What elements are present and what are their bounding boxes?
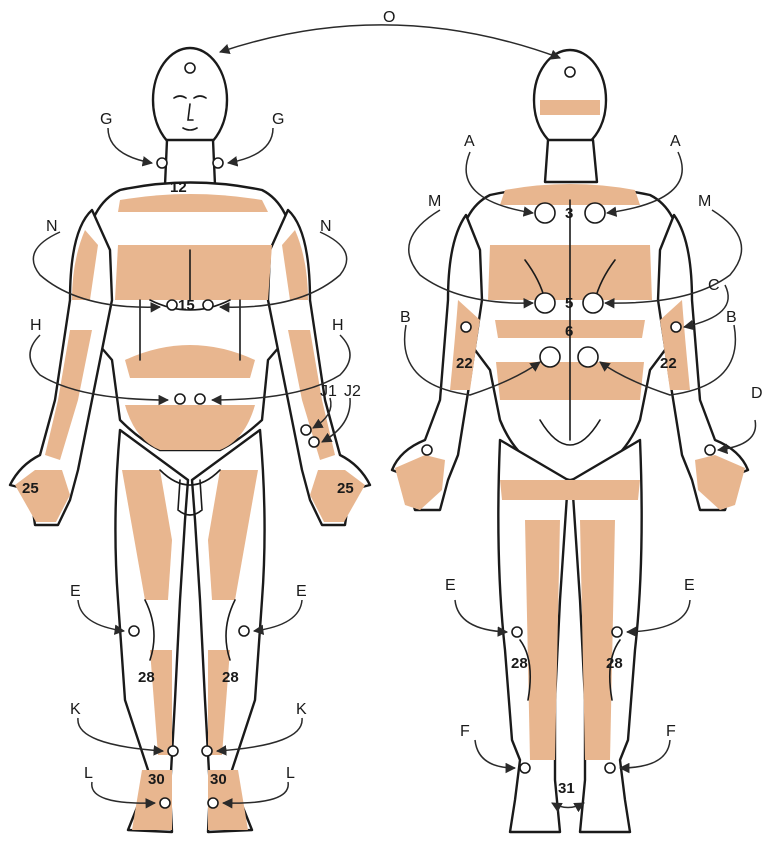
label-l-right: L	[286, 765, 295, 782]
point-c	[671, 322, 681, 332]
num-5: 5	[565, 295, 573, 312]
num-22-right: 22	[660, 355, 677, 372]
label-e-front-right: E	[296, 583, 307, 600]
label-k-right: K	[296, 701, 307, 718]
num-25-left: 25	[337, 480, 354, 497]
point-wrist-left	[422, 445, 432, 455]
label-m-left: M	[428, 193, 441, 210]
label-e-back-right: E	[684, 577, 695, 594]
num-28-back-left: 28	[511, 655, 528, 672]
label-n-left: N	[46, 218, 58, 235]
point-n-right	[167, 300, 177, 310]
back-neck	[545, 140, 597, 182]
point-k-left	[202, 746, 212, 756]
point-g-right	[157, 158, 167, 168]
label-f-right: F	[666, 723, 676, 740]
label-g-left: G	[100, 111, 112, 128]
point-e-back-left	[512, 627, 522, 637]
arrow-g-left	[108, 128, 152, 163]
label-h-left: H	[30, 317, 42, 334]
arrow-g-right	[228, 128, 273, 163]
point-crown-back	[565, 67, 575, 77]
label-k-left: K	[70, 701, 81, 718]
label-f-left: F	[460, 723, 470, 740]
label-n-right: N	[320, 218, 332, 235]
label-l-left: L	[84, 765, 93, 782]
arrow-e-front-left	[78, 600, 124, 631]
point-f-right	[605, 763, 615, 773]
num-25-right: 25	[22, 480, 39, 497]
label-d: D	[751, 385, 763, 402]
point-f-left	[520, 763, 530, 773]
point-e-front-right	[129, 626, 139, 636]
point-b-right	[578, 347, 598, 367]
num-31: 31	[558, 780, 575, 797]
point-n-left	[203, 300, 213, 310]
label-j1: J1	[320, 383, 337, 400]
back-figure	[392, 50, 748, 832]
num-28-front-left: 28	[222, 669, 239, 686]
num-28-back-right: 28	[606, 655, 623, 672]
arrow-o	[220, 25, 560, 58]
point-crown-front	[185, 63, 195, 73]
point-l-right	[160, 798, 170, 808]
point-k-right	[168, 746, 178, 756]
point-e-back-right	[612, 627, 622, 637]
label-j2: J2	[344, 383, 361, 400]
point-j2	[309, 437, 319, 447]
arrow-e-back-left	[455, 600, 507, 632]
label-a-left: A	[464, 133, 475, 150]
point-l-left	[208, 798, 218, 808]
arrow-f-left	[475, 740, 515, 768]
num-30-left: 30	[210, 771, 227, 788]
label-c: C	[708, 277, 720, 294]
point-b-left	[540, 347, 560, 367]
label-a-right: A	[670, 133, 681, 150]
label-b-right: B	[726, 309, 737, 326]
label-m-right: M	[698, 193, 711, 210]
label-e-front-left: E	[70, 583, 81, 600]
num-3: 3	[565, 205, 573, 222]
point-g-left	[213, 158, 223, 168]
point-a-right	[585, 203, 605, 223]
point-j1	[301, 425, 311, 435]
point-a-left	[535, 203, 555, 223]
label-e-back-left: E	[445, 577, 456, 594]
label-g-right: G	[272, 111, 284, 128]
num-15: 15	[178, 297, 195, 314]
point-m-right	[583, 293, 603, 313]
num-28-front-right: 28	[138, 669, 155, 686]
label-b-left: B	[400, 309, 411, 326]
point-e-front-left	[239, 626, 249, 636]
label-o: O	[383, 9, 395, 26]
point-h-left	[195, 394, 205, 404]
num-22-left: 22	[456, 355, 473, 372]
num-12: 12	[170, 179, 187, 196]
point-d	[705, 445, 715, 455]
num-6: 6	[565, 323, 573, 340]
point-h-right	[175, 394, 185, 404]
label-h-right: H	[332, 317, 344, 334]
num-30-right: 30	[148, 771, 165, 788]
point-m-left	[535, 293, 555, 313]
point-elbow-left	[461, 322, 471, 332]
